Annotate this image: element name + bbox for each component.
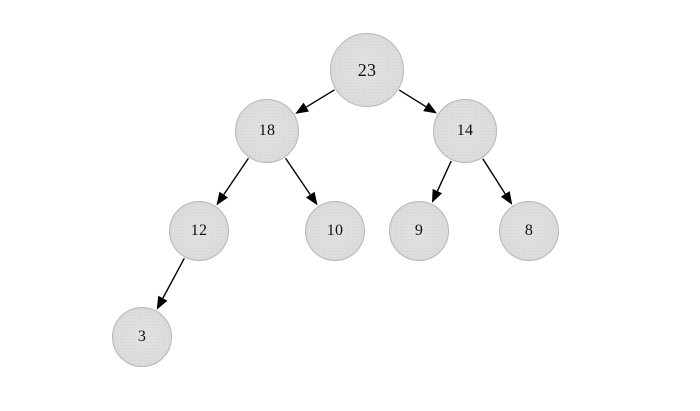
tree-node[interactable]: 3 — [112, 307, 172, 367]
tree-node-label: 9 — [414, 222, 424, 239]
arrowhead-icon — [423, 102, 437, 114]
tree-node-label: 10 — [326, 222, 344, 239]
tree-node-label: 23 — [357, 60, 377, 80]
tree-node[interactable]: 14 — [433, 99, 497, 163]
tree-node-label: 18 — [258, 122, 276, 139]
tree-node[interactable]: 9 — [389, 201, 449, 261]
tree-edge — [482, 158, 513, 205]
edge-line — [162, 257, 185, 299]
tree-edge — [431, 160, 452, 203]
edge-line — [436, 160, 452, 192]
tree-node[interactable]: 10 — [305, 201, 365, 261]
tree-edge — [156, 257, 185, 310]
tree-node-label: 12 — [190, 222, 208, 239]
tree-edge — [295, 89, 335, 114]
edge-line — [223, 157, 250, 196]
tree-node[interactable]: 18 — [235, 99, 299, 163]
arrowhead-icon — [156, 295, 168, 310]
edge-line — [482, 158, 506, 195]
arrowhead-icon — [431, 188, 443, 203]
tree-edge — [398, 89, 437, 114]
arrowhead-icon — [295, 102, 309, 114]
tree-edge — [284, 157, 318, 206]
arrowhead-icon — [216, 191, 229, 206]
tree-node[interactable]: 8 — [499, 201, 559, 261]
tree-node[interactable]: 12 — [169, 201, 229, 261]
tree-node[interactable]: 23 — [330, 33, 404, 107]
edge-line — [305, 89, 335, 108]
tree-node-label: 3 — [137, 328, 147, 345]
tree-edge — [216, 157, 250, 206]
arrowhead-icon — [305, 191, 318, 206]
arrowhead-icon — [500, 191, 513, 205]
edge-line — [398, 89, 427, 108]
tree-node-label: 8 — [524, 222, 534, 239]
edge-line — [284, 157, 311, 196]
tree-node-label: 14 — [456, 122, 474, 139]
